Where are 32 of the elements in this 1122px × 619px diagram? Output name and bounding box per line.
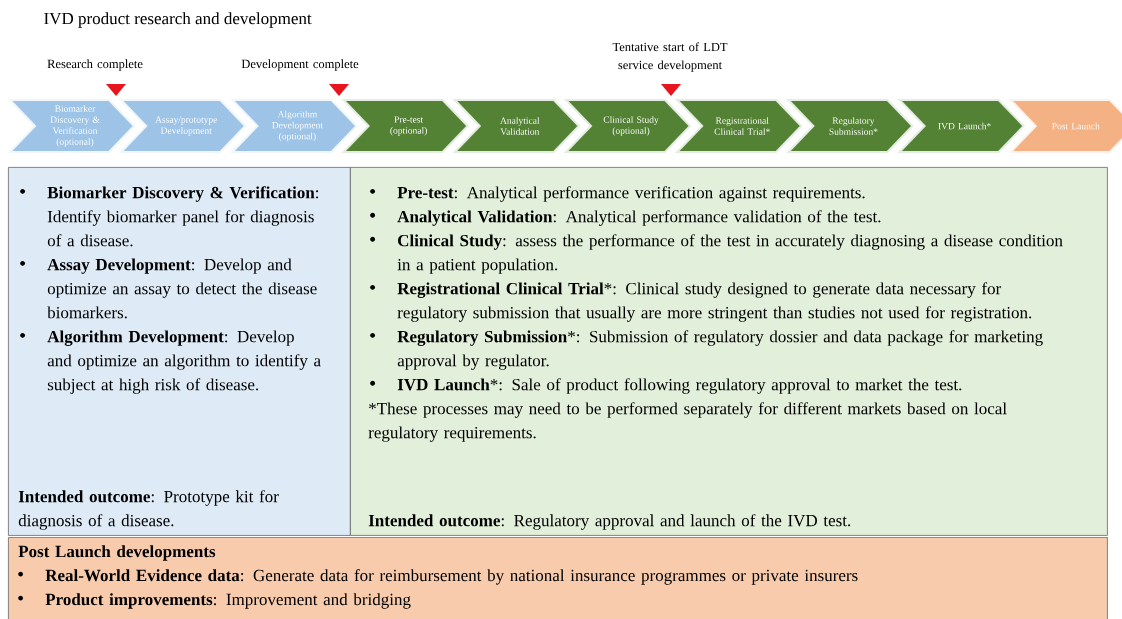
bullet-item: Biomarker Discovery & Verification: Identify biomarker panel for diagnosis of a disease. xyxy=(47,186,319,247)
bullet-item: IVD Launch*: Sale of product following regulatory approval to market the test. xyxy=(397,378,962,394)
note-text: *These processes may need to be performed separately for different markets based on local regulatory requirements. xyxy=(368,402,1007,442)
chevron-step: Clinical Study (optional) xyxy=(563,99,692,153)
outcome-text: Intended outcome: Regulatory approval and launch of the IVD test. xyxy=(368,514,851,530)
milestone-label: Tentative start of LDT service development xyxy=(612,42,728,72)
outcome-text: Intended outcome: Prototype kit for diagnosis of a disease. xyxy=(18,490,279,530)
info-panel xyxy=(350,167,1108,536)
bullet-item: Registrational Clinical Trial*: Clinical study designed to generate data necessary for regulatory submission that usually are more stringent than studies not used for registration. xyxy=(397,282,1032,322)
chevron-step: Algorithm Development (optional) xyxy=(230,99,358,153)
title: IVD product research and development xyxy=(44,12,312,28)
panel-heading: Post Launch developments xyxy=(18,545,216,561)
bullet-item: Assay Development: Develop and optimize an assay to detect the disease biomarkers. xyxy=(47,258,317,319)
bullet-item: Clinical Study: assess the performance of the test in accurately diagnosing a disease condition in a patient population. xyxy=(397,234,1063,274)
bullet-item: Product improvements: Improvement and bridging xyxy=(45,593,411,609)
bullet-item: Algorithm Development: Develop and optimize an algorithm to identify a subject at high risk of disease. xyxy=(47,330,321,394)
chevron-step: IVD Launch* xyxy=(897,99,1025,153)
info-panel xyxy=(8,167,351,536)
chevron-step: Registrational Clinical Trial* xyxy=(674,99,803,153)
milestone-label: Development complete xyxy=(241,59,359,71)
milestone-label: Research complete xyxy=(47,59,143,71)
bullet-item: Real-World Evidence data: Generate data for reimbursement by national insurance programmes or private insurers xyxy=(45,569,858,585)
chevron-step: Post Launch xyxy=(1008,99,1122,153)
chevron-step: Regulatory Submission* xyxy=(786,99,914,153)
info-panel xyxy=(8,537,1108,619)
bullet-item: Analytical Validation: Analytical performance validation of the test. xyxy=(397,210,881,226)
chevron-step: Biomarker Discovery & Verification (optional) xyxy=(7,99,136,153)
chevron-step: Pre-test (optional) xyxy=(341,99,469,153)
bullet-item: Pre-test: Analytical performance verification against requirements. xyxy=(397,186,865,202)
chevron-step: Assay/prototype Development xyxy=(118,99,247,153)
chevron-step: Analytical Validation xyxy=(452,99,581,153)
bullet-item: Regulatory Submission*: Submission of regulatory dossier and data package for marketing approval by regulator. xyxy=(397,330,1043,370)
